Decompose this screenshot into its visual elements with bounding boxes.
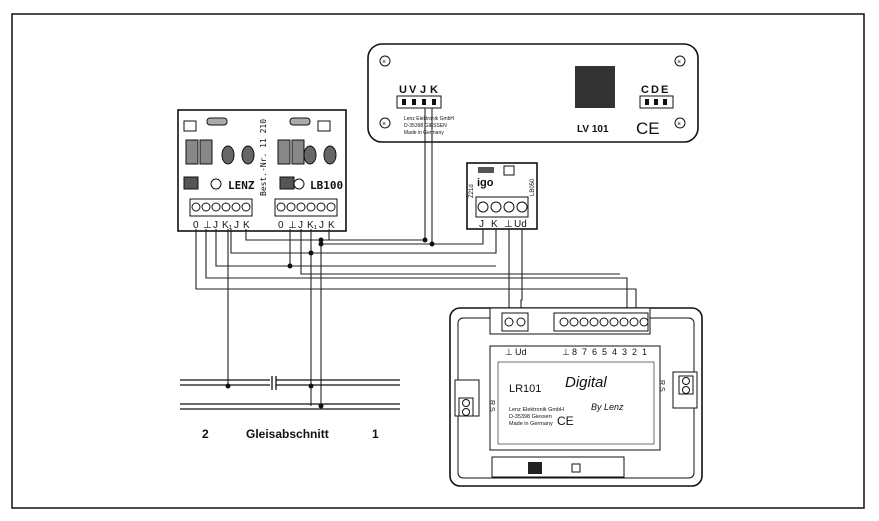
- lr101-input-gnd: ⊥: [562, 347, 570, 357]
- lr101-company-2: D-35398 Giessen: [509, 414, 552, 420]
- lr101-program-button: [528, 462, 542, 474]
- lv101-pin-j: J: [420, 84, 426, 96]
- lb100-term-r-gnd: ⊥: [288, 220, 297, 231]
- lr101-term-gnd: ⊥: [505, 347, 513, 357]
- svg-text:×: ×: [677, 121, 681, 128]
- lr101-device: ⊥ Ud ⊥ 8 7 6 5 4 3 2 1 LR101 Digital By …: [449, 307, 703, 487]
- lv101-chip: [575, 66, 615, 108]
- lr101-input-8: 8: [572, 347, 577, 357]
- lb100-term-r-k1: K₁: [307, 220, 318, 231]
- lb100-term-l-j: J: [213, 220, 218, 231]
- lb050-term-ud: Ud: [514, 219, 527, 230]
- lv101-pin-u: U: [399, 84, 407, 96]
- lb050-model: LB050: [530, 178, 536, 196]
- lb100-term-l-k1: K₁: [222, 220, 233, 231]
- lb100-term-r-0: 0: [278, 220, 284, 231]
- lv101-pin-k: K: [430, 84, 438, 96]
- track-num-right: 1: [372, 427, 379, 441]
- lb100-term-l-j2: J: [234, 220, 239, 231]
- lv101-pin-c: C: [641, 84, 649, 96]
- lv101-ce-mark: CE: [636, 119, 660, 138]
- lb100-model: LB100: [310, 179, 343, 192]
- lr101-ce-mark: CE: [557, 414, 574, 428]
- lb050-device: igo Z21d LB050 J K ⊥ Ud: [466, 162, 538, 230]
- track-label: Gleisabschnitt: [246, 427, 329, 441]
- lr101-side-right: R S: [658, 380, 665, 392]
- lb050-term-k: K: [491, 219, 498, 230]
- lv101-pin-v: V: [409, 84, 417, 96]
- lr101-by: By Lenz: [591, 402, 624, 412]
- lb100-term-r-j2: J: [319, 220, 324, 231]
- lb100-device: LENZ LB100 Best.-Nr. 11 210 0 ⊥ J K₁ J K…: [177, 109, 347, 232]
- lv101-small-text-1: Lenz Elektronik GmbH: [404, 116, 454, 122]
- lr101-company-1: Lenz Elektronik GmbH: [509, 407, 564, 413]
- lb050-logo: igo: [477, 177, 494, 189]
- lb050-side-text: Z21d: [469, 184, 475, 198]
- lr101-led: [571, 463, 581, 473]
- lv101-device: × × × × U V J K C D E LV 101 CE Lenz Ele…: [367, 43, 699, 143]
- lb100-term-r-k: K: [328, 220, 335, 231]
- lr101-side-left: R S: [488, 400, 495, 412]
- svg-text:×: ×: [382, 59, 386, 66]
- lr101-company-3: Made in Germany: [509, 421, 553, 427]
- lv101-pin-e: E: [661, 84, 668, 96]
- lb050-term-j: J: [479, 219, 484, 230]
- track-num-left: 2: [202, 427, 209, 441]
- track-section: 2 Gleisabschnitt 1: [180, 376, 400, 441]
- lb100-term-r-j: J: [298, 220, 303, 231]
- lv101-small-text-2: D-35398 GIESSEN: [404, 123, 447, 129]
- wires: [195, 108, 637, 409]
- lv101-pin-d: D: [651, 84, 659, 96]
- lv101-small-text-3: Made in Germany: [404, 130, 444, 136]
- lb100-term-l-k: K: [243, 220, 250, 231]
- lr101-input-2: 2: [632, 347, 637, 357]
- lr101-input-5: 5: [602, 347, 607, 357]
- lb100-term-l-gnd: ⊥: [203, 220, 212, 231]
- lr101-term-ud: Ud: [515, 347, 527, 357]
- svg-text:×: ×: [677, 59, 681, 66]
- lr101-title: Digital: [565, 374, 607, 391]
- lb100-term-l-0: 0: [193, 220, 199, 231]
- lv101-label: LV 101: [577, 124, 609, 135]
- lr101-input-1: 1: [642, 347, 647, 357]
- lr101-input-7: 7: [582, 347, 587, 357]
- lr101-model: LR101: [509, 383, 541, 395]
- lb050-term-gnd: ⊥: [504, 219, 513, 230]
- outer-frame: [11, 13, 865, 509]
- lb100-part-no: Best.-Nr. 11 210: [259, 119, 268, 196]
- svg-text:×: ×: [382, 121, 386, 128]
- lr101-input-3: 3: [622, 347, 627, 357]
- lr101-input-6: 6: [592, 347, 597, 357]
- lb100-brand: LENZ: [228, 179, 255, 192]
- lr101-input-4: 4: [612, 347, 617, 357]
